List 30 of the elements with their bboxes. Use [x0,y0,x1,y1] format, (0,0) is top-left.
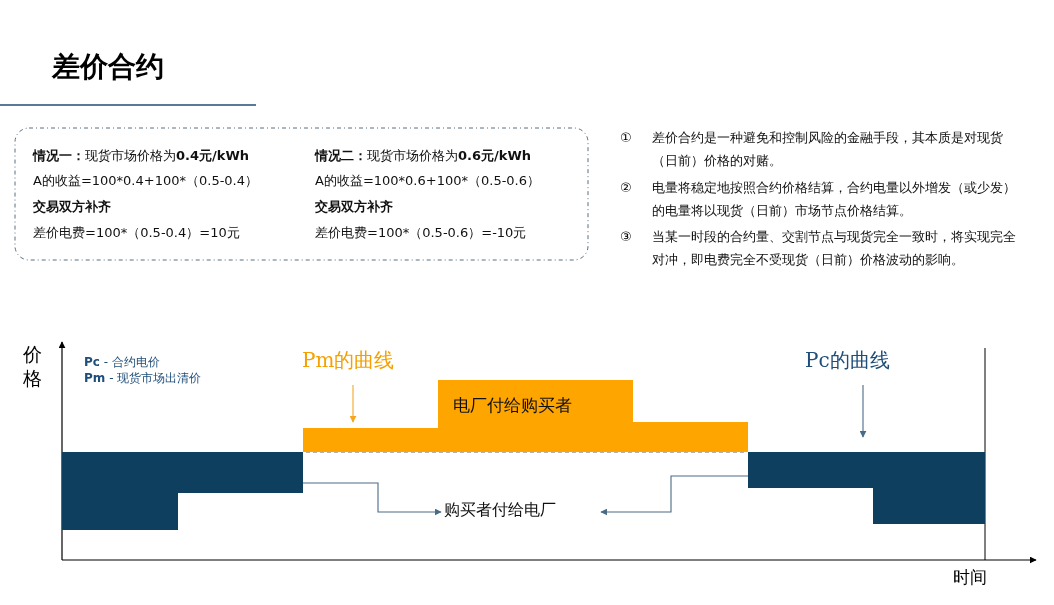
case-text: A的收益=100*0.6+100*（0.5-0.6） [315,172,541,190]
list-number: ② [620,179,632,197]
case-text: 交易双方补齐 [33,198,111,216]
list-number: ① [620,129,632,147]
payment-area [748,452,985,524]
payment-area [303,380,748,452]
case-text: 情况二：现货市场价格为0.6元/kWh [315,147,532,165]
leader-arrow [859,384,867,438]
case-text: 情况一：现货市场价格为0.4元/kWh [33,147,250,165]
legend-text: Pm - 现货市场出清价 [84,370,202,387]
case-text: A的收益=100*0.4+100*（0.5-0.4） [33,172,259,190]
area-label: 电厂付给购买者 [453,394,572,417]
case-text: 交易双方补齐 [315,198,393,216]
arrow [349,384,357,423]
payment-area [62,452,303,530]
arrow [302,482,442,516]
case-text: 差价电费=100*（0.5-0.6）=-10元 [315,224,527,242]
note-text: 电量将稳定地按照合约价格结算，合约电量以外增发（或少发）的电量将以现货（日前）市场节点价格结算。 [652,179,1017,220]
curve-label: Pc的曲线 [805,347,905,381]
curve-label: Pm的曲线 [302,347,402,381]
note-text: 差价合约是一种避免和控制风险的金融手段，其本质是对现货（日前）价格的对赌。 [652,129,1004,170]
arrow [600,475,749,516]
axis-label: 时间 [953,566,987,589]
axis-label: 价格 [22,342,42,390]
legend-text: Pc - 合约电价 [84,354,160,371]
case-text: 差价电费=100*（0.5-0.4）=10元 [33,224,240,242]
list-number: ③ [620,228,632,246]
slide-title: 差价合约 [52,49,164,85]
note-text: 当某一时段的合约量、交割节点与现货完全一致时，将实现完全对冲，即电费完全不受现货（日前）价格波动的影响。 [652,228,1017,269]
annotation-text: 购买者付给电厂 [444,500,598,524]
